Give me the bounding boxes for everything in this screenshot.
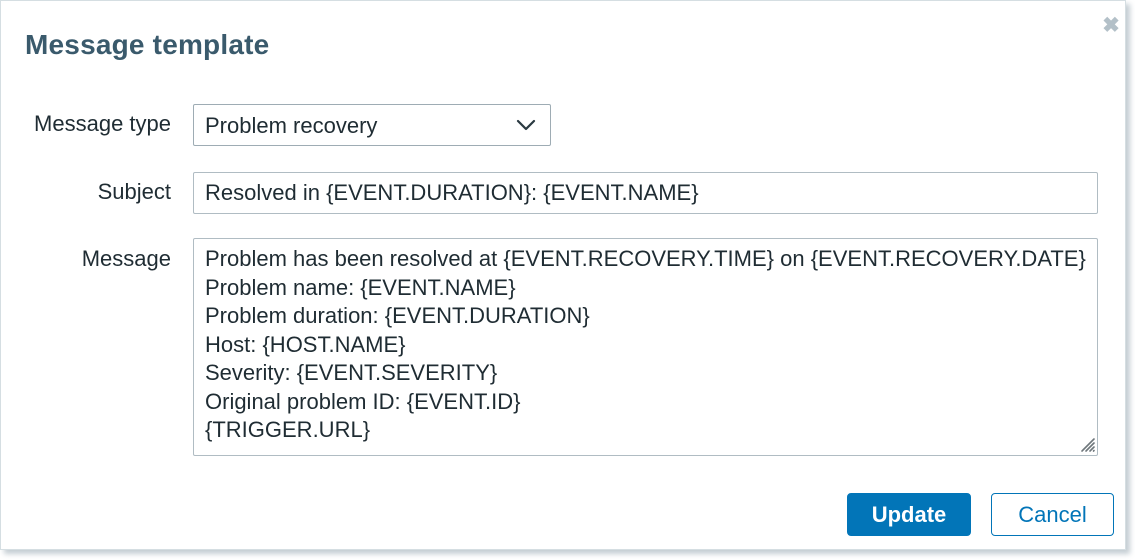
message-textarea[interactable]: Problem has been resolved at {EVENT.RECO… [193, 238, 1098, 456]
message-template-dialog: Message template ✖ Message type Problem … [0, 0, 1126, 550]
message-type-select-wrap: Problem recovery [193, 104, 551, 146]
message-label: Message [81, 246, 171, 271]
cancel-button[interactable]: Cancel [991, 493, 1114, 536]
subject-input[interactable] [193, 172, 1098, 214]
subject-label: Subject [97, 179, 171, 204]
update-button[interactable]: Update [847, 493, 971, 536]
close-icon[interactable]: ✖ [1102, 13, 1120, 37]
message-type-select[interactable]: Problem recovery [193, 104, 551, 146]
dialog-title: Message template [25, 29, 270, 60]
message-type-label: Message type [34, 111, 171, 136]
